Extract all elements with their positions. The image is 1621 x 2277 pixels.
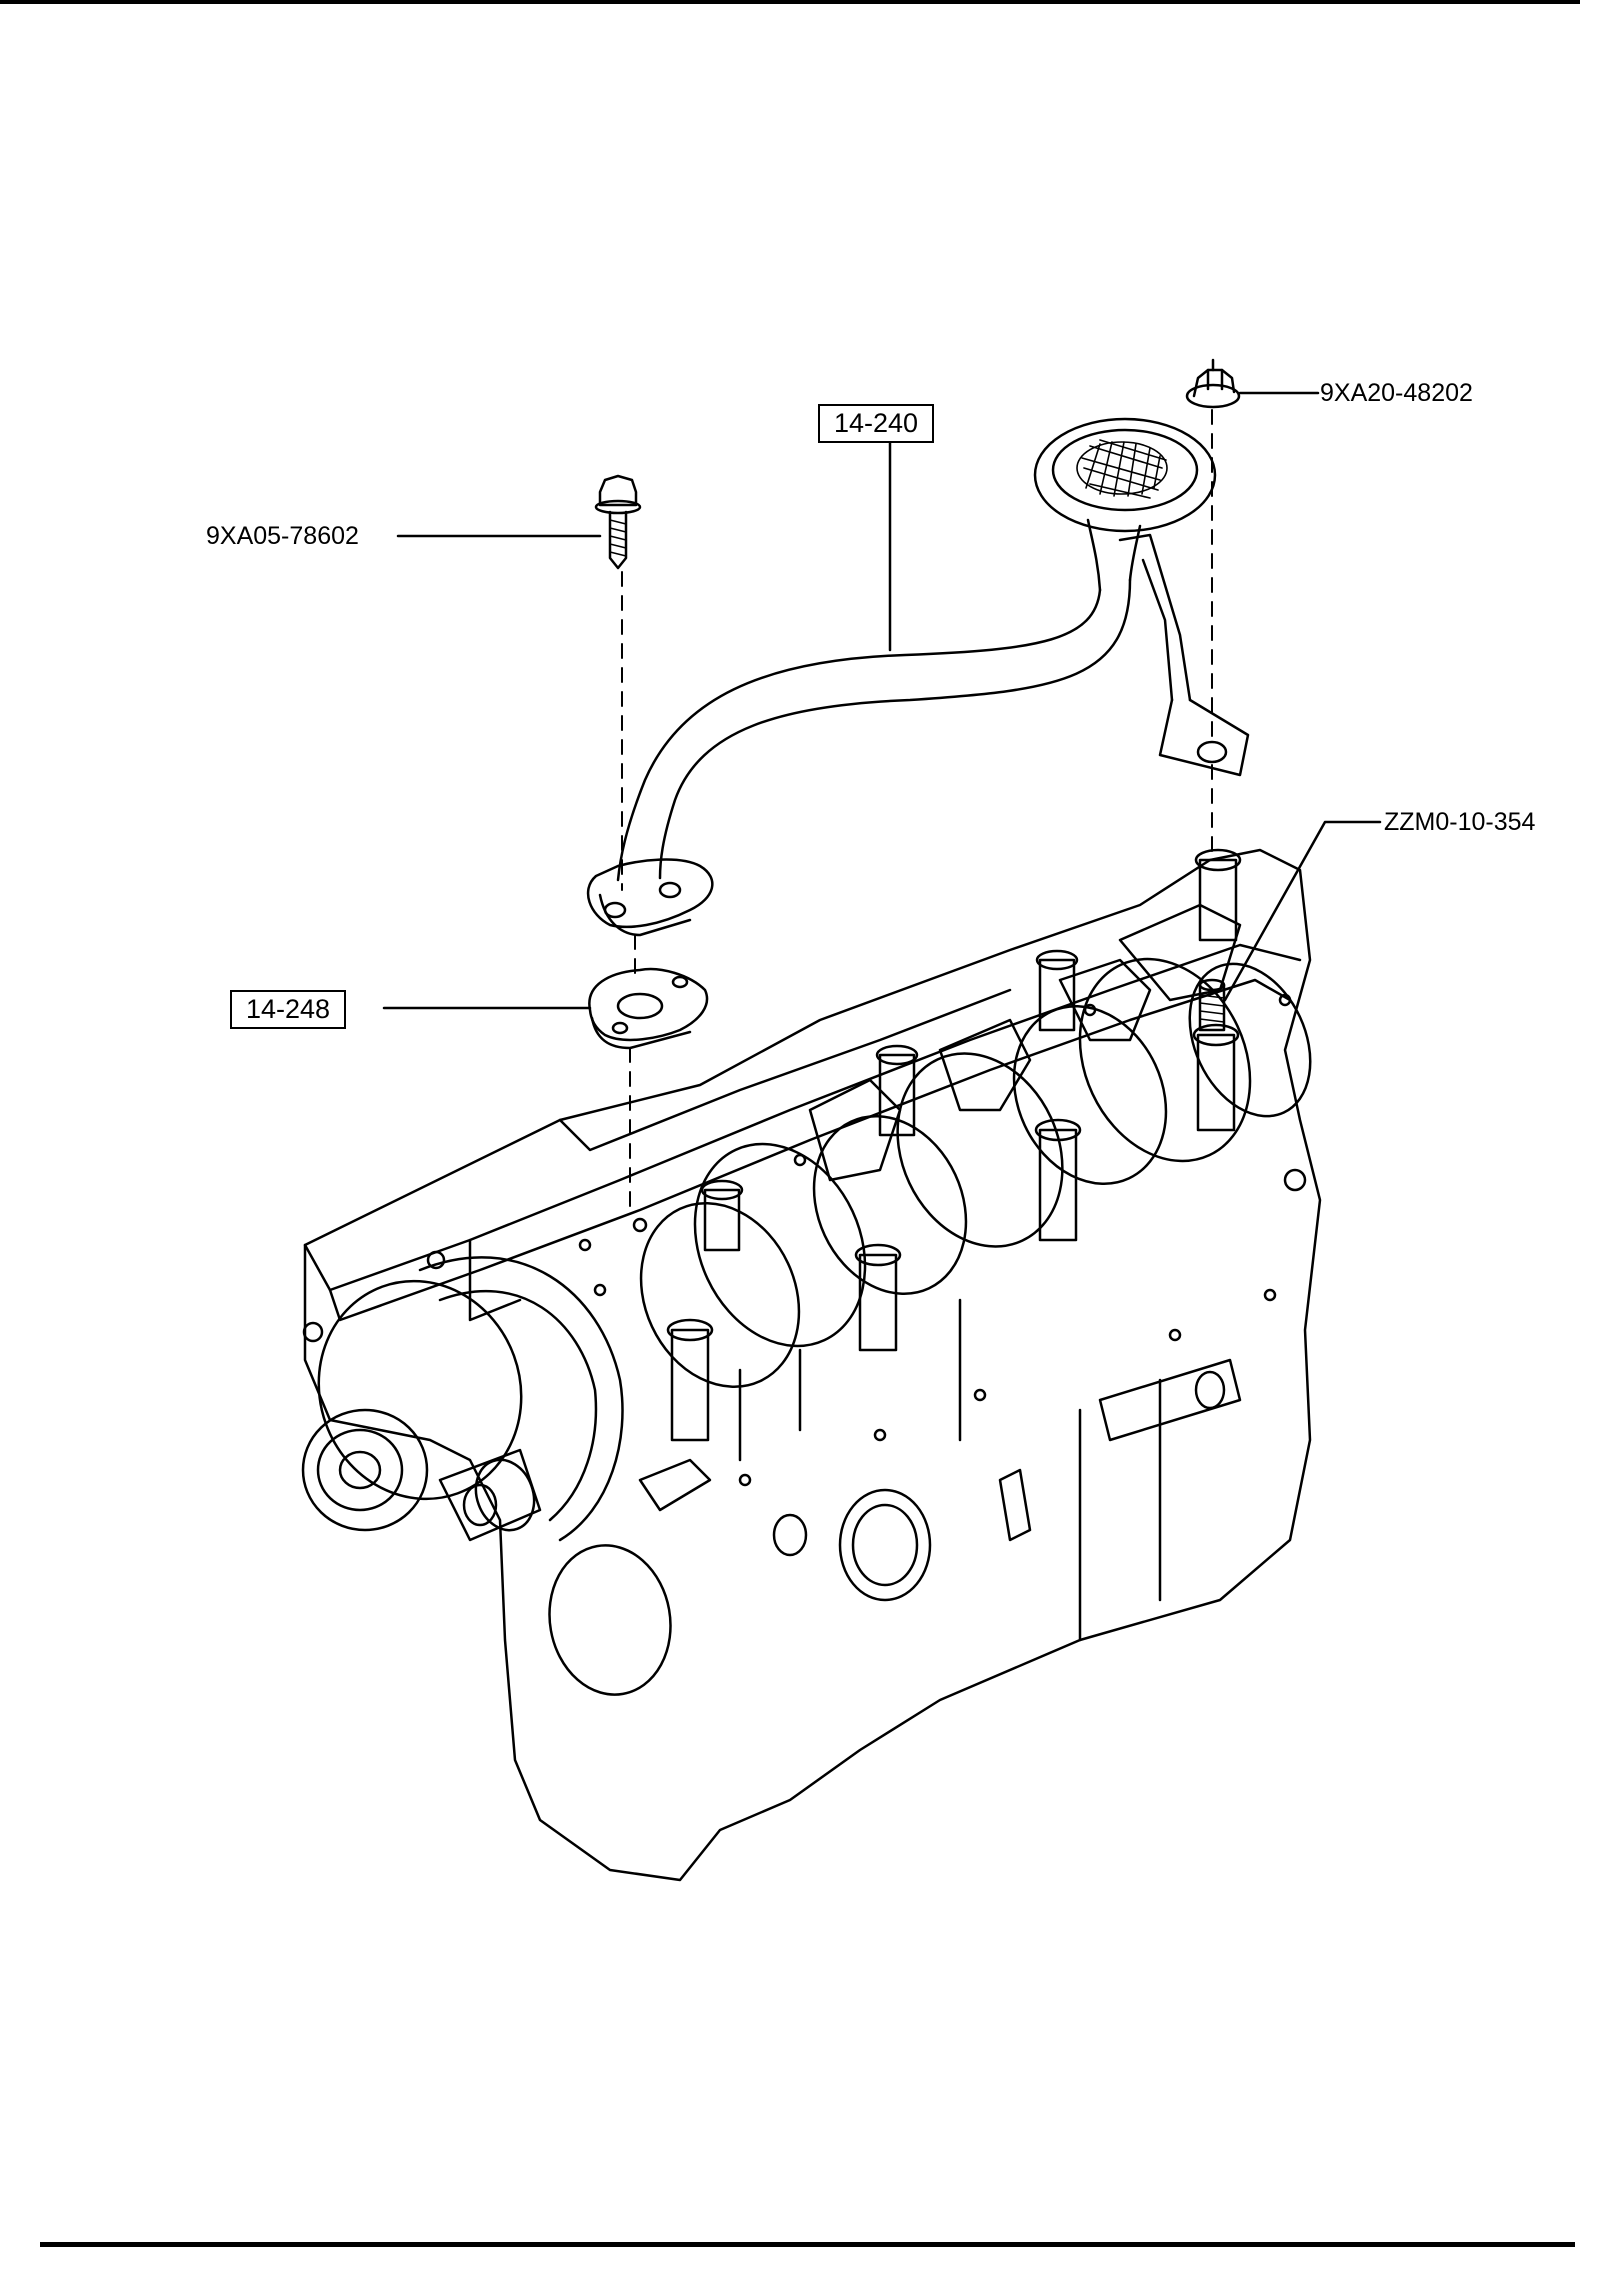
label-gasket-part-number: 14-248 [230,990,347,1029]
stud-bolt-part [1198,978,1226,1032]
label-bolt-part-number: 9XA05-78602 [206,522,359,550]
gasket-part [588,967,709,1050]
label-strainer-part-number: 14-240 [818,404,935,443]
engine-block-illustration [301,848,1322,1882]
bottom-border-rule [40,2242,1575,2247]
hex-bolt-part [594,474,642,570]
oil-strainer-pickup-pipe [586,417,1250,937]
label-stud-part-number: ZZM0-10-354 [1384,808,1536,836]
flange-nut-part [1185,358,1241,409]
stud-leader-line [1223,820,1382,1002]
alignment-center-lines [621,409,1213,1211]
label-nut-part-number: 9XA20-48202 [1320,379,1473,407]
top-border-rule [0,0,1580,4]
